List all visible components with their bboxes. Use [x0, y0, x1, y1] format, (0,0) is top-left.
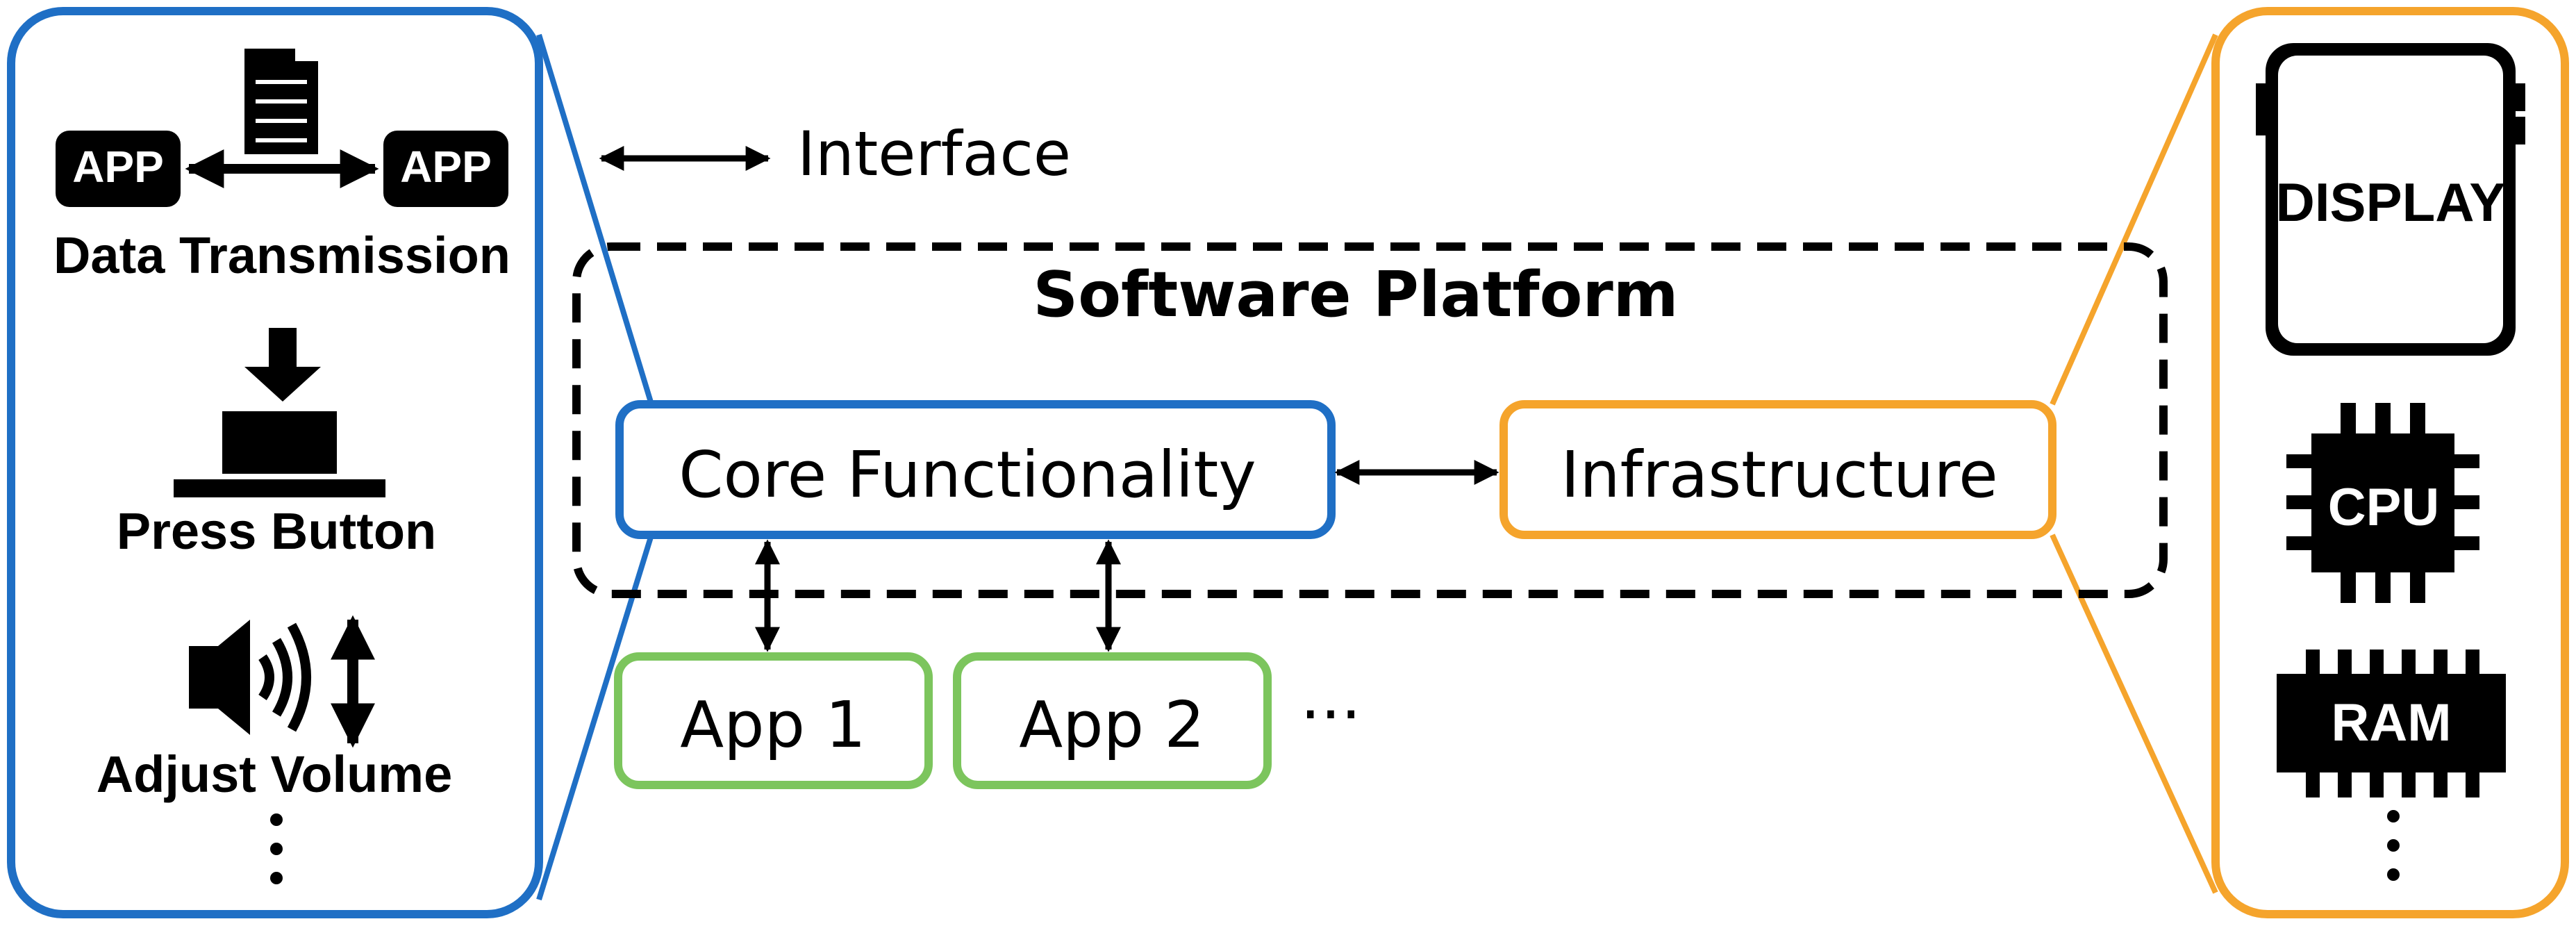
ram-icon: RAM — [2277, 650, 2506, 797]
left-panel-frame — [7, 7, 543, 918]
right-more-indicator — [2387, 810, 2400, 881]
core-functionality-box: Core Functionality — [615, 400, 1336, 539]
infrastructure-box: Infrastructure — [1499, 400, 2056, 539]
press-button-label: Press Button — [117, 502, 437, 560]
left-more-indicator — [270, 813, 283, 884]
app-right-label: APP — [400, 142, 492, 192]
interface-legend-label: Interface — [797, 118, 1071, 190]
display-label: DISPLAY — [2276, 172, 2506, 233]
more-apps-ellipsis: ··· — [1300, 677, 1361, 752]
left-panel: APP APP Data Transmission Press Button — [7, 7, 543, 918]
document-icon — [244, 49, 318, 154]
display-icon: DISPLAY — [2256, 43, 2525, 356]
right-panel: DISPLAY CPU — [2211, 7, 2569, 918]
software-platform: Software Platform Core Functionality Inf… — [572, 242, 2168, 598]
cpu-icon: CPU — [2286, 403, 2479, 603]
app2-box: App 2 — [953, 652, 1272, 789]
software-platform-frame — [572, 242, 2168, 598]
app-right-icon: APP — [383, 131, 508, 207]
software-platform-title: Software Platform — [1033, 258, 1678, 331]
press-button-icon — [174, 328, 385, 497]
app1-label: App 1 — [680, 688, 866, 762]
speaker-icon — [189, 620, 311, 735]
ram-label: RAM — [2331, 693, 2451, 752]
right-panel-frame — [2211, 7, 2569, 918]
app-left-label: APP — [72, 142, 164, 192]
app-left-icon: APP — [56, 131, 181, 207]
infrastructure-label: Infrastructure — [1561, 438, 1998, 512]
app2-label: App 2 — [1019, 688, 1205, 762]
right-zoom-connectors — [2050, 33, 2218, 894]
data-transmission-label: Data Transmission — [53, 226, 510, 284]
interface-legend: Interface — [599, 118, 1071, 190]
core-functionality-label: Core Functionality — [679, 438, 1256, 512]
cpu-label: CPU — [2328, 478, 2439, 537]
app1-box: App 1 — [614, 652, 933, 789]
adjust-volume-label: Adjust Volume — [97, 745, 453, 803]
